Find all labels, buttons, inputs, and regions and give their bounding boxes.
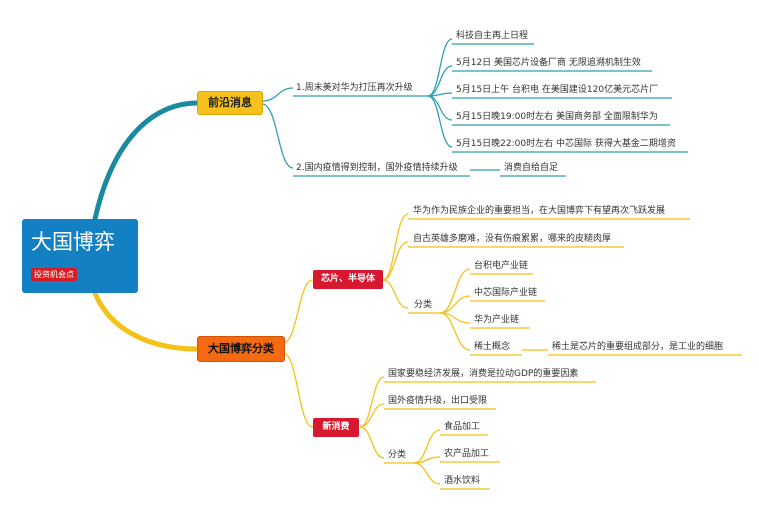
chips-item-1[interactable]: 华为作为民族企业的重要担当，在大国博弈下有望再次飞跃发展 bbox=[413, 206, 666, 216]
sub-chips-semiconductors[interactable]: 芯片、半导体 bbox=[313, 270, 383, 289]
chips-item-2[interactable]: 自古英雄多磨难，没有伤痕累累，哪来的皮糙肉厚 bbox=[413, 234, 612, 244]
frontier-item-1[interactable]: 1.周末美对华为打压再次升级 bbox=[296, 83, 413, 93]
rare-earth-note[interactable]: 稀土是芯片的重要组成部分，是工业的细胞 bbox=[552, 342, 724, 352]
branch-game-classification[interactable]: 大国博弈分类 bbox=[197, 336, 285, 362]
connector-class-sub1 bbox=[282, 279, 314, 344]
connector-sub2-item2 bbox=[359, 403, 385, 428]
connector-sub1-item2 bbox=[382, 241, 409, 281]
chips-cat-rare-earth[interactable]: 稀土概念 bbox=[474, 342, 511, 352]
frontier-leaf-2[interactable]: 5月12日 美国芯片设备厂商 无限追溯机制生效 bbox=[456, 58, 641, 68]
connector-frontier-item2 bbox=[261, 103, 294, 169]
root-node[interactable]: 大国博弈 投资机会点 bbox=[22, 219, 138, 293]
branch-frontier-news[interactable]: 前沿消息 bbox=[197, 91, 263, 115]
connector-consume-cat-1 bbox=[413, 429, 441, 464]
connector-sub2-category bbox=[359, 426, 385, 459]
chips-cat-smic[interactable]: 中芯国际产业链 bbox=[474, 288, 538, 298]
connector-leaf-5 bbox=[427, 95, 453, 148]
chips-category-label[interactable]: 分类 bbox=[414, 300, 433, 310]
consumption-item-2[interactable]: 国外疫情升级，出口受限 bbox=[388, 396, 488, 406]
connector-consume-cat-3 bbox=[413, 462, 441, 485]
frontier-leaf-4[interactable]: 5月15日晚19:00时左右 美国商务部 全面限制华为 bbox=[456, 112, 658, 122]
connector-sub1-category bbox=[382, 279, 409, 309]
connector-chip-cat-2 bbox=[439, 295, 471, 314]
chips-cat-tsmc[interactable]: 台积电产业链 bbox=[474, 261, 529, 271]
consumption-item-1[interactable]: 国家要稳经济发展，消费是拉动GDP的重要因素 bbox=[388, 369, 579, 379]
connector-leaf-4 bbox=[427, 95, 453, 121]
frontier-leaf-5[interactable]: 5月15日晚22:00时左右 中芯国际 获得大基金二期增资 bbox=[456, 139, 676, 149]
connector-root-to-frontier bbox=[92, 100, 200, 222]
root-title: 大国博弈 bbox=[31, 230, 115, 254]
self-sufficiency-leaf[interactable]: 消费自给自足 bbox=[504, 163, 559, 173]
consume-cat-beverage[interactable]: 酒水饮料 bbox=[444, 476, 481, 486]
frontier-leaf-1[interactable]: 科技自主再上日程 bbox=[456, 31, 529, 41]
chips-cat-huawei[interactable]: 华为产业链 bbox=[474, 315, 520, 325]
connector-sub2-item1 bbox=[359, 376, 385, 428]
connector-root-to-classification bbox=[92, 290, 200, 352]
frontier-leaf-3[interactable]: 5月15日上午 台积电 在美国建设120亿美元芯片厂 bbox=[456, 85, 659, 95]
connector-sub1-item1 bbox=[382, 213, 409, 281]
connector-chip-cat-4 bbox=[439, 312, 471, 351]
consumption-category-label[interactable]: 分类 bbox=[388, 450, 407, 460]
connector-leaf-2 bbox=[427, 65, 453, 97]
connector-consume-cat-2 bbox=[413, 456, 441, 464]
consume-cat-agri[interactable]: 农产品加工 bbox=[444, 449, 490, 459]
root-tag: 投资机会点 bbox=[31, 268, 77, 281]
sub-new-consumption[interactable]: 新消费 bbox=[313, 418, 359, 437]
connector-chip-cat-1 bbox=[439, 268, 471, 314]
consume-cat-food[interactable]: 食品加工 bbox=[444, 422, 481, 432]
connector-class-sub2 bbox=[282, 352, 314, 428]
connector-frontier-item1 bbox=[261, 87, 294, 102]
frontier-item-2[interactable]: 2.国内疫情得到控制，国外疫情持续升级 bbox=[296, 163, 458, 173]
connector-leaf-1 bbox=[427, 38, 453, 97]
